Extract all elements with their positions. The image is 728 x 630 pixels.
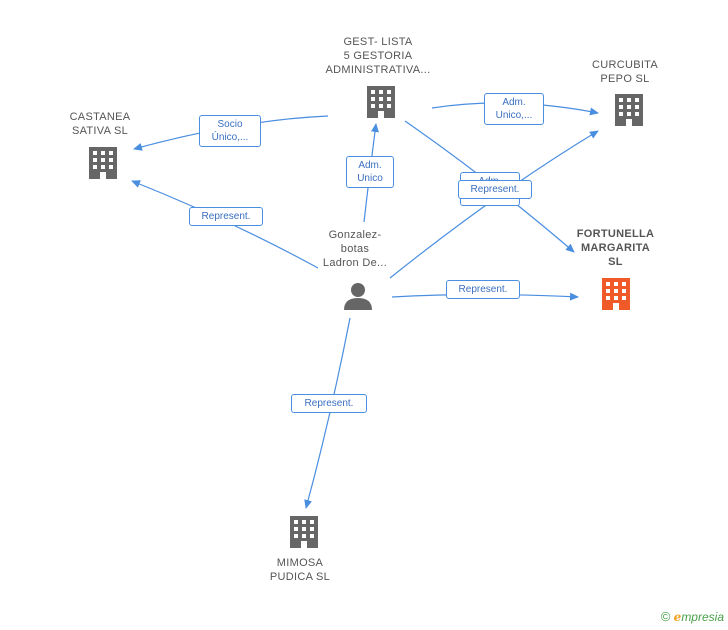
- label-line: CASTANEA: [69, 111, 131, 123]
- building-icon[interactable]: [367, 86, 395, 118]
- label-line: botas: [340, 243, 370, 255]
- label-line: Represent.: [470, 184, 520, 195]
- node-label-person[interactable]: Gonzalez- botas Ladron De...: [305, 228, 405, 270]
- building-icon[interactable]: [290, 516, 318, 548]
- edge-label-represent-castanea[interactable]: Represent.: [189, 207, 263, 226]
- node-label-castanea[interactable]: CASTANEA SATIVA SL: [55, 110, 145, 138]
- label-line: Ladron De...: [322, 257, 388, 269]
- edge-label-adm-unico-curcubita[interactable]: Adm. Unico,...: [484, 93, 544, 125]
- label-line: PUDICA SL: [269, 571, 331, 583]
- node-label-gest[interactable]: GEST- LISTA 5 GESTORIA ADMINISTRATIVA...: [318, 35, 438, 77]
- edge-label-socio-unico[interactable]: Socio Único,...: [199, 115, 261, 147]
- label-line: PEPO SL: [600, 73, 650, 85]
- brand-logo-text: mpresia: [681, 610, 724, 624]
- label-line: 5 GESTORIA: [343, 50, 413, 62]
- label-line: Adm.: [358, 160, 382, 171]
- label-line: Represent.: [201, 211, 251, 222]
- person-icon[interactable]: [344, 283, 372, 310]
- label-line: FORTUNELLA: [576, 228, 655, 240]
- copyright-icon: ©: [660, 609, 671, 624]
- label-line: SL: [608, 256, 623, 268]
- edge-label-adm-unico-gest[interactable]: Adm. Unico: [346, 156, 394, 188]
- node-label-fortunella[interactable]: FORTUNELLA MARGARITA SL: [568, 227, 663, 269]
- label-line: Socio: [217, 119, 243, 130]
- label-line: ADMINISTRATIVA...: [325, 64, 431, 76]
- building-icon[interactable]: [615, 94, 643, 126]
- label-line: MARGARITA: [580, 242, 651, 254]
- label-line: Adm.: [502, 97, 526, 108]
- edge-label-represent-mimosa[interactable]: Represent.: [291, 394, 367, 413]
- edge-person-mimosa: [304, 317, 351, 509]
- label-line: Gonzalez-: [328, 229, 382, 241]
- label-line: Único,...: [211, 132, 249, 143]
- building-icon-highlighted[interactable]: [602, 278, 630, 310]
- label-line: SATIVA SL: [71, 125, 129, 137]
- edge-label-represent-curcubita[interactable]: Represent.: [458, 180, 532, 199]
- label-line: Unico,...: [495, 110, 533, 121]
- label-line: CURCUBITA: [591, 59, 659, 71]
- brand-logo-letter: e: [673, 610, 682, 624]
- node-label-mimosa[interactable]: MIMOSA PUDICA SL: [255, 556, 345, 584]
- label-line: Represent.: [304, 398, 354, 409]
- brand-footer[interactable]: © empresia: [661, 609, 724, 624]
- edge-label-represent-fortunella[interactable]: Represent.: [446, 280, 520, 299]
- node-label-curcubita[interactable]: CURCUBITA PEPO SL: [580, 58, 670, 86]
- label-line: GEST- LISTA: [343, 36, 413, 48]
- label-line: MIMOSA: [276, 557, 324, 569]
- building-icon[interactable]: [89, 147, 117, 179]
- label-line: Represent.: [458, 284, 508, 295]
- label-line: Unico: [357, 173, 383, 184]
